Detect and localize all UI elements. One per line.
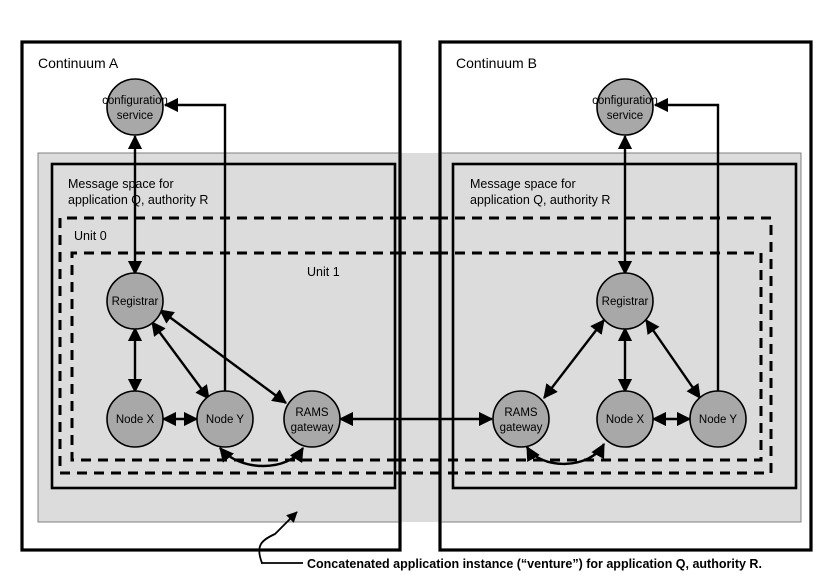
concatenated-instance-region-right (439, 152, 802, 523)
rams-gateway-a-circle (283, 390, 341, 448)
edge-registrar-a-to-rams-a (159, 309, 287, 404)
message-space-label-a-line1: Message space for (68, 177, 174, 191)
config-service-b-label-line1: configuration (592, 95, 658, 107)
unit1-dashed-boundary-b (438, 251, 763, 462)
message-space-box-a (50, 162, 397, 490)
node-node-y-b[interactable]: Node Y (689, 390, 747, 448)
rams-gateway-b-label-line1: RAMS (504, 407, 538, 419)
node-registrar-a[interactable]: Registrar (106, 272, 164, 330)
concatenated-instance-region-bridge (398, 153, 442, 522)
node-y-a-label: Node Y (206, 414, 244, 426)
unit0-dashed-boundary-b (438, 216, 773, 475)
node-config-service-b[interactable]: configuration service (592, 78, 658, 136)
node-x-b-label: Node X (606, 414, 645, 426)
continuum-b-boundary (438, 40, 813, 552)
rams-gateway-b-circle (492, 390, 550, 448)
message-space-label-b-line2: application Q, authority R (470, 193, 610, 207)
venture-caption: Concatenated application instance (“vent… (307, 557, 762, 571)
message-space-label-b-line1: Message space for (470, 177, 576, 191)
node-rams-gateway-a[interactable]: RAMS gateway (283, 390, 341, 448)
node-node-y-a[interactable]: Node Y (196, 390, 254, 448)
node-x-a-circle (106, 390, 164, 448)
edge-nodey-a-to-rams-a-curve (219, 447, 305, 468)
rams-gateway-b-label-line2: gateway (500, 422, 543, 434)
unit1-label: Unit 1 (307, 265, 340, 279)
registrar-a-label: Registrar (112, 296, 159, 308)
config-service-a-label-line2: service (117, 110, 153, 122)
continuum-a-label: Continuum A (38, 55, 119, 71)
registrar-b-label: Registrar (602, 296, 649, 308)
config-service-a-label-line1: configuration (102, 95, 168, 107)
config-service-b-circle (596, 78, 654, 136)
node-node-x-a[interactable]: Node X (106, 390, 164, 448)
node-y-a-circle (196, 390, 254, 448)
edge-nodex-b-to-rams-b-curve (525, 442, 606, 466)
config-service-a-circle (106, 78, 164, 136)
config-service-b-label-line2: service (607, 110, 643, 122)
node-x-b-circle (596, 390, 654, 448)
unit0-dashed-boundary-a (58, 216, 400, 475)
registrar-b-circle (596, 272, 654, 330)
edge-registrar-b-to-nodey-b (645, 319, 701, 399)
node-y-b-circle (689, 390, 747, 448)
concatenated-instance-region-left (37, 152, 401, 523)
message-space-label-a-line2: application Q, authority R (68, 193, 208, 207)
registrar-a-circle (106, 272, 164, 330)
caption-leader-line (258, 511, 298, 564)
node-registrar-b[interactable]: Registrar (596, 272, 654, 330)
node-rams-gateway-b[interactable]: RAMS gateway (492, 390, 550, 448)
node-node-x-b[interactable]: Node X (596, 390, 654, 448)
node-y-b-label: Node Y (699, 414, 737, 426)
edge-nodey-a-to-config-a (163, 97, 227, 392)
edge-registrar-b-to-rams-b (543, 319, 605, 399)
continuum-b-label: Continuum B (456, 55, 537, 71)
unit0-label: Unit 0 (74, 229, 107, 243)
node-x-a-label: Node X (116, 414, 155, 426)
continuum-a-boundary (20, 40, 402, 552)
rams-gateway-a-label-line1: RAMS (295, 407, 329, 419)
edge-nodey-b-to-config-b (653, 97, 720, 392)
rams-gateway-a-label-line2: gateway (291, 422, 334, 434)
node-config-service-a[interactable]: configuration service (102, 78, 168, 136)
